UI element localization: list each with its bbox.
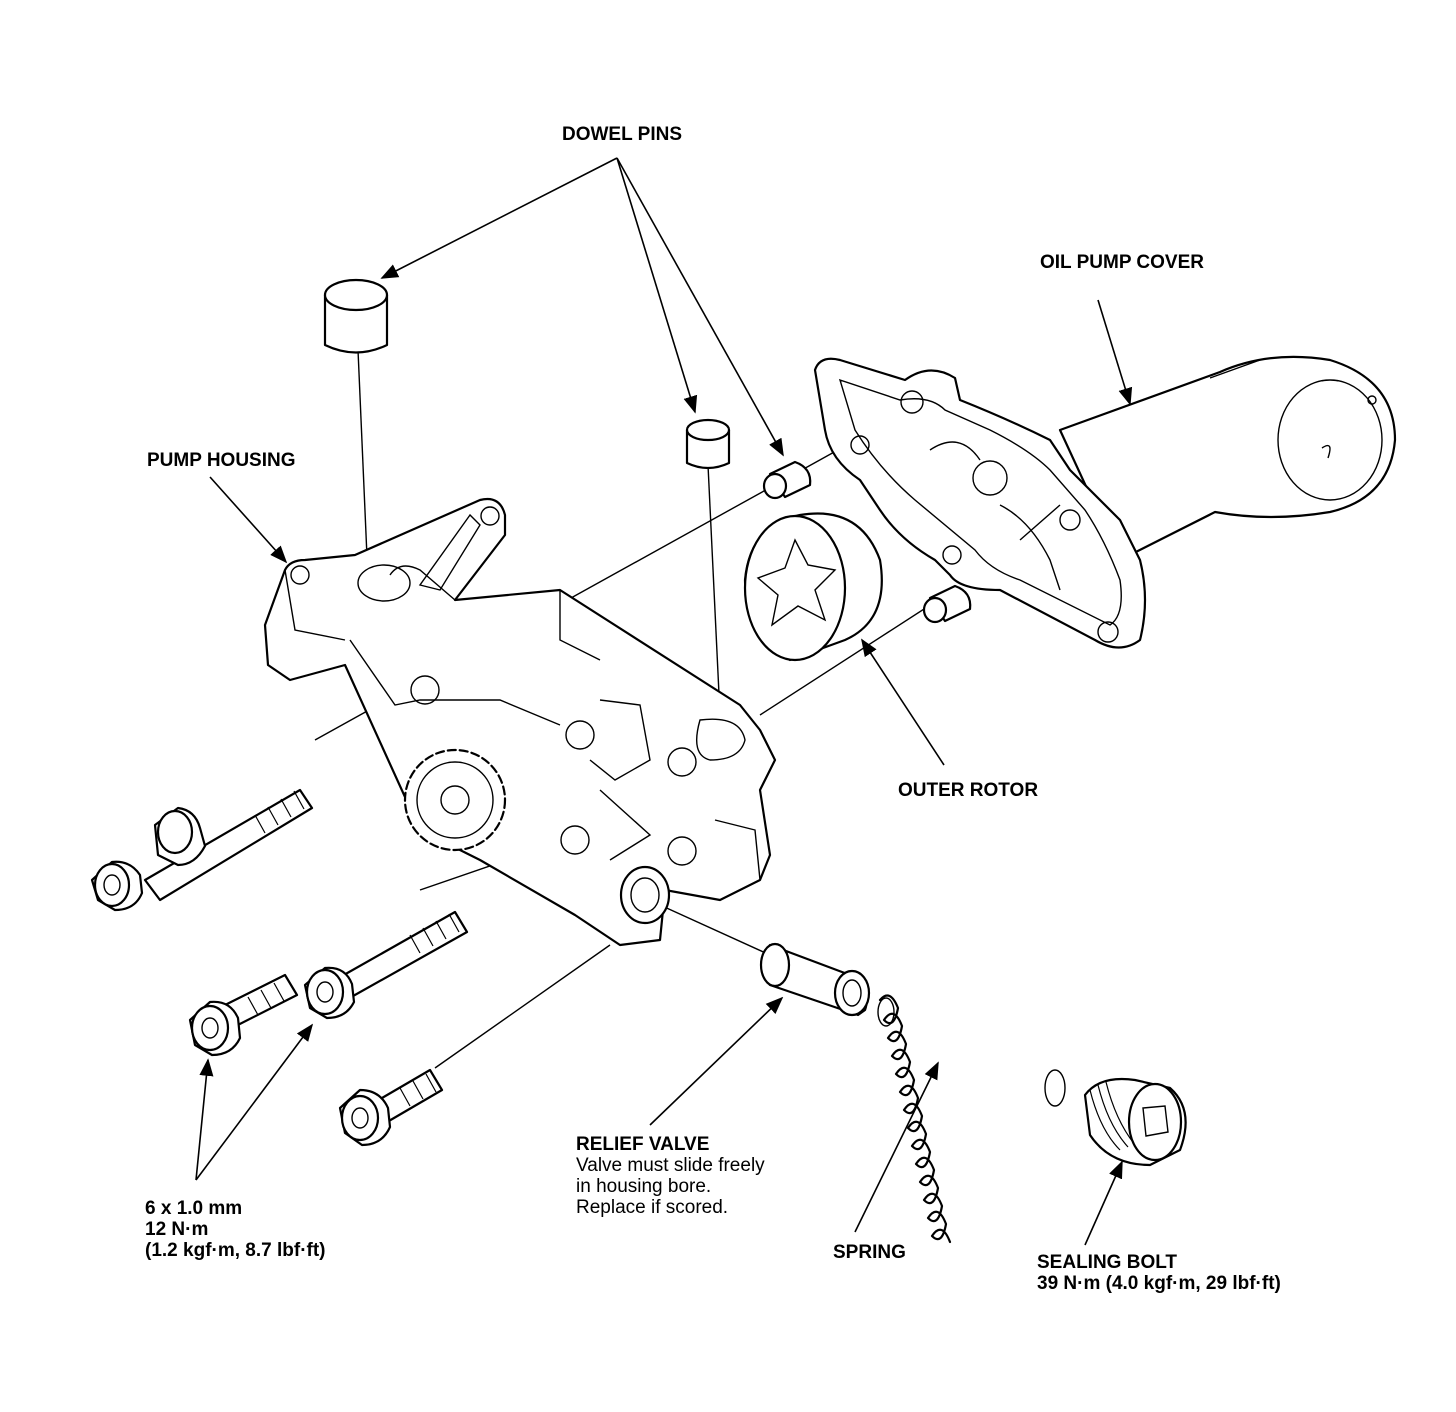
label-bolt-size: 6 x 1.0 mm: [145, 1198, 242, 1219]
bolt-lower-middle: [303, 910, 469, 1020]
label-outer-rotor: OUTER ROTOR: [898, 780, 1038, 801]
dowel-pin-small-lower: [922, 584, 972, 624]
relief-valve-part: [759, 942, 871, 1017]
bolt-upper: [90, 788, 314, 912]
label-pump-housing: PUMP HOUSING: [147, 450, 296, 471]
dowel-pin-small-upper: [762, 460, 812, 500]
label-dowel-pins: DOWEL PINS: [562, 124, 682, 145]
relief-valve-note-2: in housing bore.: [576, 1176, 711, 1197]
leader-lines: [195, 157, 1133, 1246]
relief-valve-note-3: Replace if scored.: [576, 1197, 728, 1218]
label-bolt-torque-alt: (1.2 kgf·m, 8.7 lbf·ft): [145, 1240, 326, 1261]
label-bolt-torque: 12 N·m: [145, 1219, 208, 1240]
dowel-pin-large: [323, 278, 389, 354]
sealing-bolt-part: [1083, 1077, 1187, 1167]
label-spring: SPRING: [833, 1242, 906, 1263]
label-oil-pump-cover: OIL PUMP COVER: [1040, 252, 1204, 273]
oil-pump-cover: [813, 355, 1397, 649]
label-relief-valve: RELIEF VALVE: [576, 1134, 709, 1155]
spring-part: [877, 994, 1066, 1244]
pump-housing: [263, 497, 777, 947]
outer-rotor: [743, 512, 883, 662]
relief-valve-note-1: Valve must slide freely: [576, 1155, 765, 1176]
dowel-pin-mid: [685, 418, 731, 470]
label-sealing-bolt: SEALING BOLT: [1037, 1252, 1177, 1273]
bolt-bottom: [338, 1068, 444, 1147]
label-sealing-bolt-torque: 39 N·m (4.0 kgf·m, 29 lbf·ft): [1037, 1273, 1281, 1294]
bolt-lower-left: [188, 973, 299, 1057]
